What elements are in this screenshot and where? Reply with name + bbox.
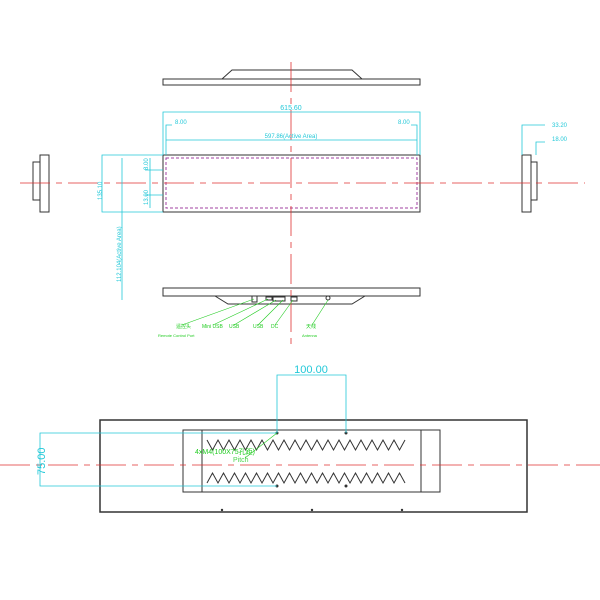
right-side-view (521, 154, 538, 213)
side-depth-total: 33.20 (552, 123, 568, 129)
port-leaders (181, 298, 329, 459)
port-sub-remote: Remote Control Port (158, 333, 195, 338)
mount-sub-label: Pitch (233, 457, 249, 464)
port-label-remote: 遥控头 (176, 323, 191, 330)
h-pitch-label: 100.00 (294, 364, 328, 376)
right-border-label: 8.00 (398, 120, 410, 126)
left-border-label: 8.00 (175, 120, 187, 126)
vent-zigzag (206, 471, 406, 485)
port-sub-antenna: Antenna (302, 333, 318, 338)
mount-holes (220, 431, 404, 512)
center-lines (0, 62, 600, 466)
v-pitch-label: 75.00 (36, 447, 48, 475)
port-label-usb-2: USB (253, 324, 264, 330)
top-view (162, 69, 421, 86)
mount-label: 4xM4(100X75孔距) (195, 448, 255, 456)
active-width-label: 597.86(Active Area) (265, 134, 318, 140)
active-height-label: 112.104(Active Area) (117, 226, 123, 282)
top-border-label: 8.00 (144, 158, 150, 170)
back-view (99, 419, 528, 513)
port-label-antenna: 天线 (306, 323, 316, 330)
bottom-border-label: 13.00 (144, 189, 150, 205)
port-label-dc: DC (271, 324, 279, 330)
overall-width-label: 615.60 (280, 105, 302, 112)
dimension-lines (39, 111, 545, 487)
side-depth-body: 18.00 (552, 137, 568, 143)
vent-zigzag (206, 438, 406, 452)
left-side-view (32, 154, 50, 213)
port-label-mini-usb: Mini USB (202, 324, 224, 330)
port-label-usb-1: USB (229, 324, 240, 330)
front-view (162, 154, 421, 213)
height-label: 135.10 (98, 181, 104, 200)
